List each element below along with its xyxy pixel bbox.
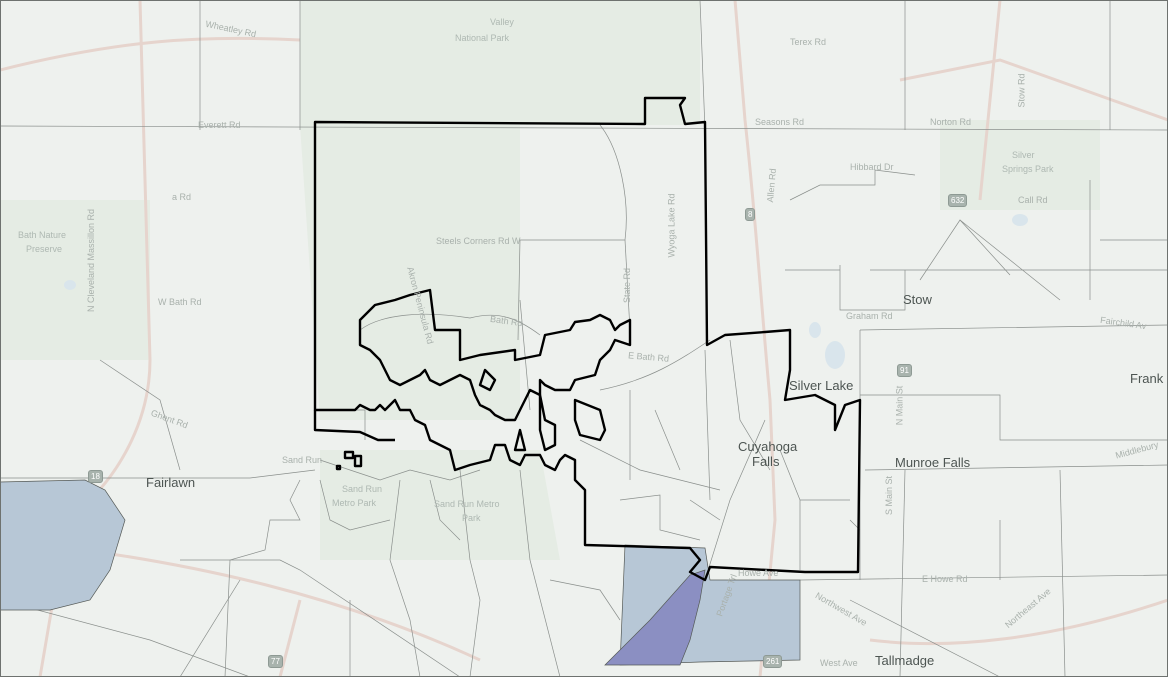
route-shield-18: 18 [88, 470, 103, 483]
road-label-graham: Graham Rd [846, 311, 893, 321]
park-label-sand-run-line1: Sand Run [342, 484, 383, 494]
shaded-area-south-dark[interactable] [604, 569, 706, 666]
park-label-cvnp-line2: National Park [455, 33, 510, 43]
route-shield-8: 8 [745, 208, 756, 221]
road-label-bath-a: a Rd [172, 192, 192, 202]
road-label-call: Call Rd [1018, 195, 1048, 205]
route-shield-91: 91 [897, 364, 912, 377]
park-label-cvnp-line1: Valley [490, 17, 514, 27]
place-label-silver-lake: Silver Lake [789, 378, 854, 393]
road-label-e-howe: E Howe Rd [922, 574, 968, 584]
road-label-steels-corners: Steels Corners Rd W [436, 236, 521, 246]
road-label-state: State Rd [622, 267, 633, 304]
place-label-frank: Frank [1130, 371, 1164, 386]
park-label-sand-run-b-line1: Sand Run Metro [434, 499, 500, 509]
park-label-bath-nature-line2: Preserve [26, 244, 63, 254]
place-label-stow: Stow [903, 292, 932, 307]
road-label-seasons: Seasons Rd [755, 117, 805, 127]
road-label-stow: Stow Rd [1016, 73, 1027, 108]
road-label-terex: Terex Rd [790, 37, 827, 47]
parkland-layer [0, 0, 1100, 560]
road-label-sand-run: Sand Run [282, 455, 323, 465]
park-label-sand-run-b-line2: Park [462, 513, 481, 523]
road-label-w-bath: W Bath Rd [158, 297, 202, 307]
road-label-n-main: N Main St [894, 385, 905, 426]
study-boundary[interactable] [313, 96, 862, 582]
water-layer [64, 214, 1028, 369]
shaded-area-west[interactable] [0, 479, 126, 611]
road-label-s-main: S Main St [884, 475, 895, 516]
road-label-norton: Norton Rd [930, 117, 972, 127]
road-label-wyoga-lake: Wyoga Lake Rd [666, 193, 677, 258]
place-label-munroe-falls: Munroe Falls [895, 455, 971, 470]
park-label-silver-springs-line2: Springs Park [1002, 164, 1054, 174]
road-label-west-ave: West Ave [820, 658, 858, 668]
park-label-sand-run-line2: Metro Park [332, 498, 377, 508]
route-shield-261: 261 [763, 655, 783, 668]
route-shield-632: 632 [948, 194, 968, 207]
road-label-n-cleveland-massillon: N Cleveland Massillon Rd [86, 208, 97, 313]
park-label-silver-springs-line1: Silver [1012, 150, 1035, 160]
park-label-bath-nature-line1: Bath Nature [18, 230, 67, 240]
place-label-cuyahoga-falls-line1: Cuyahoga [738, 439, 798, 454]
road-label-hibbard: Hibbard Dr [850, 162, 894, 172]
place-label-fairlawn: Fairlawn [146, 475, 196, 490]
place-label-cuyahoga-falls-line2: Falls [752, 454, 780, 469]
road-label-everett: Everett Rd [198, 120, 241, 130]
road-label-howe-ave: Howe Ave [738, 568, 779, 578]
route-shield-77: 77 [268, 655, 283, 668]
place-label-tallmadge: Tallmadge [875, 653, 935, 668]
